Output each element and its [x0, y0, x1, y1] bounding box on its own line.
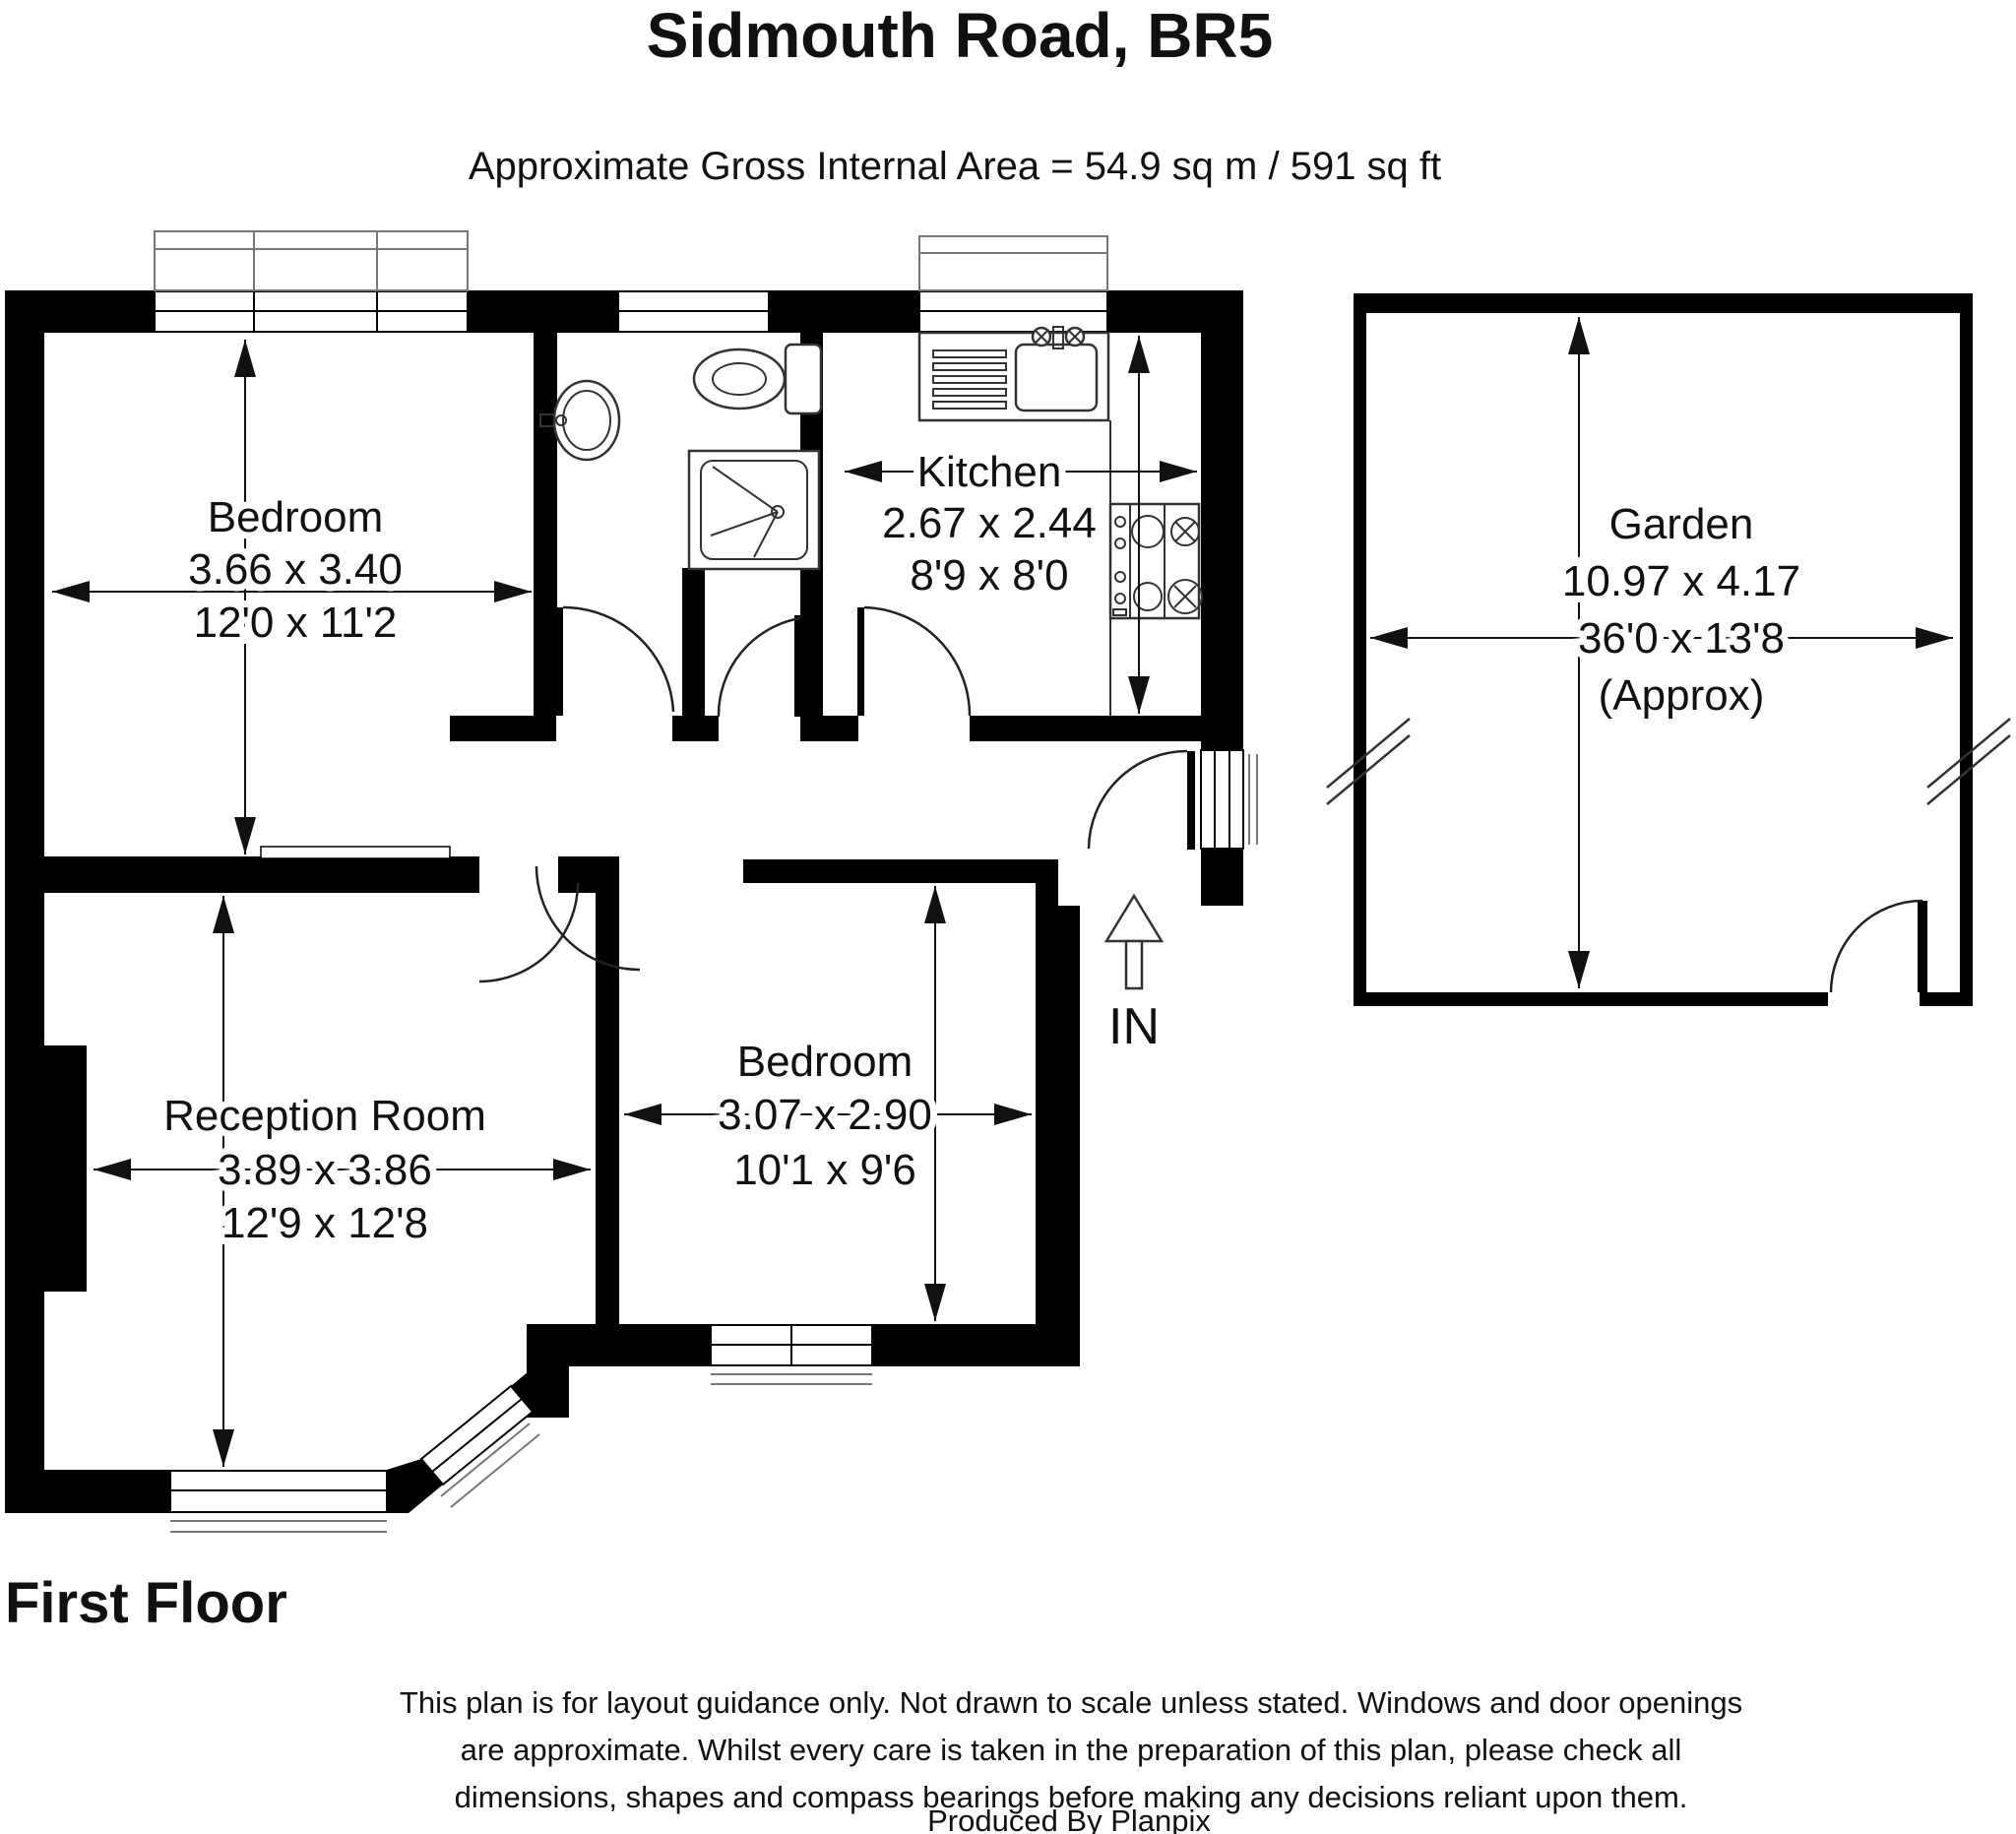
garden-approx: (Approx) — [1599, 671, 1765, 720]
disclaimer-credit: Produced By Planpix — [927, 1803, 1211, 1834]
toilet-bowl-icon — [692, 348, 787, 411]
garden-imperial: 36'0 x 13'8 — [1578, 614, 1785, 663]
bedroom2-imperial: 10'1 x 9'6 — [733, 1146, 916, 1194]
kitchen-door-arc — [863, 605, 972, 717]
bedroom2-door-arc — [535, 865, 641, 972]
chimney-pier — [44, 1045, 87, 1292]
toilet-cistern-icon — [784, 343, 823, 415]
in-label: IN — [1108, 998, 1160, 1055]
bedroom1-imperial: 12'0 x 11'2 — [194, 599, 398, 647]
in-arrow-icon — [1103, 893, 1165, 943]
garden-door-leaf — [1918, 901, 1927, 992]
garden-metric: 10.97 x 4.17 — [1562, 557, 1800, 605]
bedroom2-name: Bedroom — [737, 1038, 914, 1086]
bedroom1-door-leaf — [557, 607, 563, 716]
bedroom1-door-arc — [562, 605, 675, 713]
front-door-arc — [1087, 749, 1188, 850]
reception-imperial: 12'9 x 12'8 — [221, 1199, 428, 1247]
reception-name: Reception Room — [163, 1092, 486, 1140]
entrance-marker: IN — [1103, 893, 1165, 1055]
page-title: Sidmouth Road, BR5 — [647, 0, 1273, 71]
garden-gate-right-icon — [1926, 718, 2011, 789]
doors — [478, 605, 1195, 983]
page-subtitle: Approximate Gross Internal Area = 54.9 s… — [469, 145, 1441, 188]
garden-walls — [1326, 293, 2011, 1006]
shower-icon — [687, 449, 821, 571]
kitchen-metric: 2.67 x 2.44 — [882, 499, 1097, 547]
front-door-leaf — [1187, 751, 1195, 850]
room-labels: Bedroom 3.66 x 3.40 12'0 x 11'2 Kitchen … — [157, 441, 1807, 1254]
disclaimer-block: This plan is for layout guidance only. N… — [400, 1685, 1742, 1834]
garden-gate-left-icon — [1326, 718, 1411, 789]
kitchen-imperial: 8'9 x 8'0 — [910, 551, 1068, 600]
kitchen-name: Kitchen — [917, 448, 1062, 496]
bedroom1-metric: 3.66 x 3.40 — [188, 545, 403, 594]
kitchen-door-leaf — [857, 607, 864, 716]
bedroom1-name: Bedroom — [208, 493, 384, 541]
bathroom-fixtures — [539, 343, 823, 571]
wall-step-detail — [260, 846, 451, 859]
entrance-sidelight — [1200, 749, 1244, 850]
garden-name: Garden — [1609, 500, 1754, 548]
bedroom2-metric: 3.07 x 2.90 — [718, 1091, 932, 1139]
disclaimer-line-1: This plan is for layout guidance only. N… — [400, 1685, 1742, 1720]
dimension-arrows — [52, 317, 1953, 1467]
reception-door-arc — [478, 882, 580, 983]
bathroom-door-arc — [717, 616, 801, 718]
bathroom-door-leaf — [794, 615, 800, 717]
garden-door-arc — [1829, 899, 1923, 993]
windows — [154, 230, 1258, 1533]
sink-basin-icon — [1014, 343, 1099, 412]
kitchen-fixtures — [917, 326, 1203, 716]
floor-label: First Floor — [5, 1571, 287, 1635]
disclaimer-line-2: are approximate. Whilst every care is ta… — [461, 1733, 1682, 1767]
disclaimer-line-3: dimensions, shapes and compass bearings … — [455, 1780, 1688, 1814]
reception-metric: 3.89 x 3.86 — [218, 1146, 432, 1194]
